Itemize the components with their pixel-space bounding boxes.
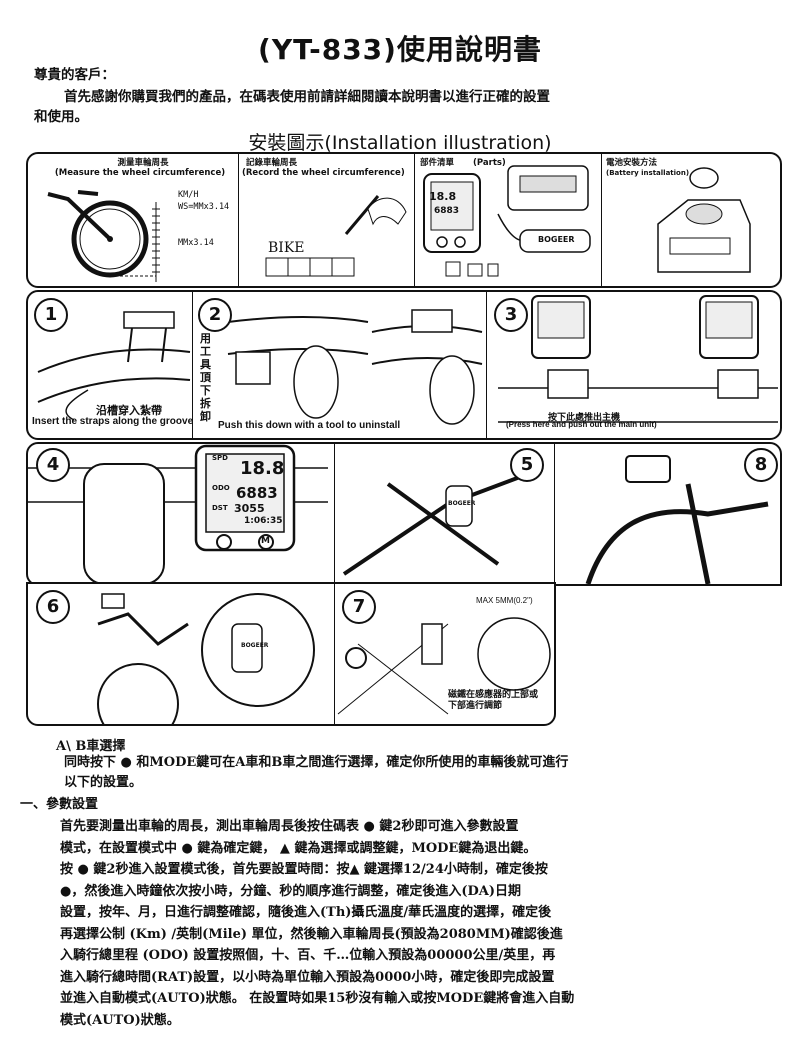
step-8-number: 8 xyxy=(744,448,778,482)
display-clock-readout: 1:06:35 xyxy=(244,516,283,526)
param-line: 首先要測量出車輪的周長，測出車輪周長後按住碼表 ● 鍵2秒即可進入參數設置 xyxy=(60,819,519,834)
param-line: 模式，在設置模式中 ● 鍵為確定鍵， ▲ 鍵為選擇或調整鍵，MODE鍵為退出鍵。 xyxy=(60,840,537,856)
param-line: 設置，按年、月，日進行調整確認，隨後進入(Th)攝氏溫度/華氏溫度的選擇，確定後 xyxy=(60,905,552,920)
ab-text-2: 以下的設置。 xyxy=(64,775,143,790)
param-heading: 一、參數設置 xyxy=(20,797,99,812)
steps-row-1: 1 沿槽穿入紮帶 Insert the straps along the gro… xyxy=(26,290,782,440)
ws-formula-label: WS=MMx3.14 xyxy=(178,202,230,212)
param-line: 入騎行總里程 (ODO) 設置按照個，十、百、千…位輸入預設為00000公里/英… xyxy=(60,948,556,963)
step-5-number: 5 xyxy=(510,448,544,482)
step-7-note: 磁鐵在感應器的上部或下部進行調節 xyxy=(448,690,539,711)
step-1-caption-en: Insert the straps along the groove xyxy=(32,416,194,427)
battery-caption-zh: 電池安裝方法 xyxy=(606,158,658,168)
mm-formula-label: MMx3.14 xyxy=(178,238,214,248)
battery-caption-en: (Battery installation) xyxy=(606,169,690,177)
parts-caption-en: (Parts) xyxy=(473,158,506,168)
step-2-caption-zh: 用工具頂下拆卸 xyxy=(200,332,211,423)
param-line: 按 ● 鍵2秒進入設置模式後，首先要設置時間：按▲ 鍵選擇12/24小時制，確定… xyxy=(60,862,548,877)
param-line: 進入騎行總時間(RAT)設置，以小時為單位輸入預設為0000小時，確定後即完成設… xyxy=(60,969,555,985)
steps-row-2-illustration xyxy=(28,444,769,584)
step-2-caption-en: Push this down with a tool to uninstall xyxy=(218,420,401,431)
steps-row-3: 6 BOGEER 7 MAX 5MM(0.2") 磁鐵在感應器的上部或下部進行調… xyxy=(26,582,556,726)
display-dst-label: DST xyxy=(212,504,228,512)
page-title: (YT-833)使用說明書 xyxy=(258,33,542,66)
step-7-max-gap: MAX 5MM(0.2") xyxy=(476,596,533,605)
step-2-number: 2 xyxy=(198,298,232,332)
param-line: ●，然後進入時鐘依次按小時，分鐘、秒的順序進行調整，確定後進入(DA)日期 xyxy=(60,883,522,899)
display-speed-readout: 18.8 xyxy=(240,458,285,479)
step-4-number: 4 xyxy=(36,448,70,482)
installation-heading: 安裝圖示(Installation illustration) xyxy=(248,132,552,154)
step-6-sensor-brand: BOGEER xyxy=(241,642,269,649)
param-line: 模式(AUTO)狀態。 xyxy=(60,1012,180,1028)
parts-illustration xyxy=(423,165,591,277)
step-1-caption-zh: 沿槽穿入紮帶 xyxy=(96,404,162,417)
param-line: 並進入自動模式(AUTO)狀態。 在設置時如果15秒沒有輸入或按MODE鍵將會進… xyxy=(60,991,575,1006)
display-odo-readout: 6883 xyxy=(236,484,278,502)
parts-odo-readout: 6883 xyxy=(434,206,460,216)
steps-row-1-illustration xyxy=(37,295,778,425)
ab-heading: A\ B車選擇 xyxy=(56,739,126,754)
param-text: 首先要測量出車輪的周長，測出車輪周長後按住碼表 ● 鍵2秒即可進入參數設置 模式… xyxy=(60,816,780,1031)
display-spd-label: SPD xyxy=(212,454,228,462)
step-3-number: 3 xyxy=(494,298,528,332)
top-row-panel: 測量車輪周長 (Measure the wheel circumference)… xyxy=(26,152,782,288)
intro-line-1: 首先感謝你購買我們的產品，在碼表使用前請詳細閱讀本說明書以進行正確的設置 xyxy=(64,89,550,105)
speed-unit-label: KM/H xyxy=(178,190,199,200)
parts-caption-zh: 部件清單 xyxy=(420,158,455,168)
bike-label: BIKE xyxy=(268,240,305,256)
battery-illustration xyxy=(657,167,751,273)
measure-caption-en: (Measure the wheel circumference) xyxy=(54,168,226,178)
step-7-number: 7 xyxy=(342,590,376,624)
wheel-measure-illustration xyxy=(47,190,160,282)
measure-caption-zh: 測量車輪周長 xyxy=(117,158,169,168)
param-line: 再選擇公制 (Km) /英制(Mile) 單位，然後輸入車輪周長(預設為2080… xyxy=(60,926,563,942)
record-caption-zh: 記錄車輪周長 xyxy=(246,158,298,168)
step-5-sensor-brand: BOGEER xyxy=(448,500,476,507)
step-1-number: 1 xyxy=(34,298,68,332)
step-3-caption-en: (Press here and push out the main unit) xyxy=(506,420,657,429)
salutation: 尊貴的客戶： xyxy=(34,67,115,83)
step-3-caption-zh: 按下此處推出主機 xyxy=(548,413,621,423)
parts-sensor-brand: BOGEER xyxy=(538,235,575,244)
display-time-readout: 3055 xyxy=(234,502,265,515)
display-mode-button: M xyxy=(261,536,270,546)
step-6-number: 6 xyxy=(36,590,70,624)
ab-text-1: 同時按下 ● 和MODE鍵可在A車和B車之間進行選擇，確定你所使用的車輛後就可進… xyxy=(64,755,569,770)
record-boxes-illustration xyxy=(265,195,407,277)
intro-line-2: 和使用。 xyxy=(34,109,88,125)
display-odo-label: ODO xyxy=(212,484,230,492)
parts-speed-readout: 18.8 xyxy=(429,190,457,203)
steps-row-3-illustration xyxy=(97,593,551,724)
steps-row-2: 4 SPD 18.8 ODO 6883 DST 3055 1:06:35 M 5… xyxy=(26,442,782,586)
record-caption-en: (Record the wheel circumference) xyxy=(242,168,405,178)
